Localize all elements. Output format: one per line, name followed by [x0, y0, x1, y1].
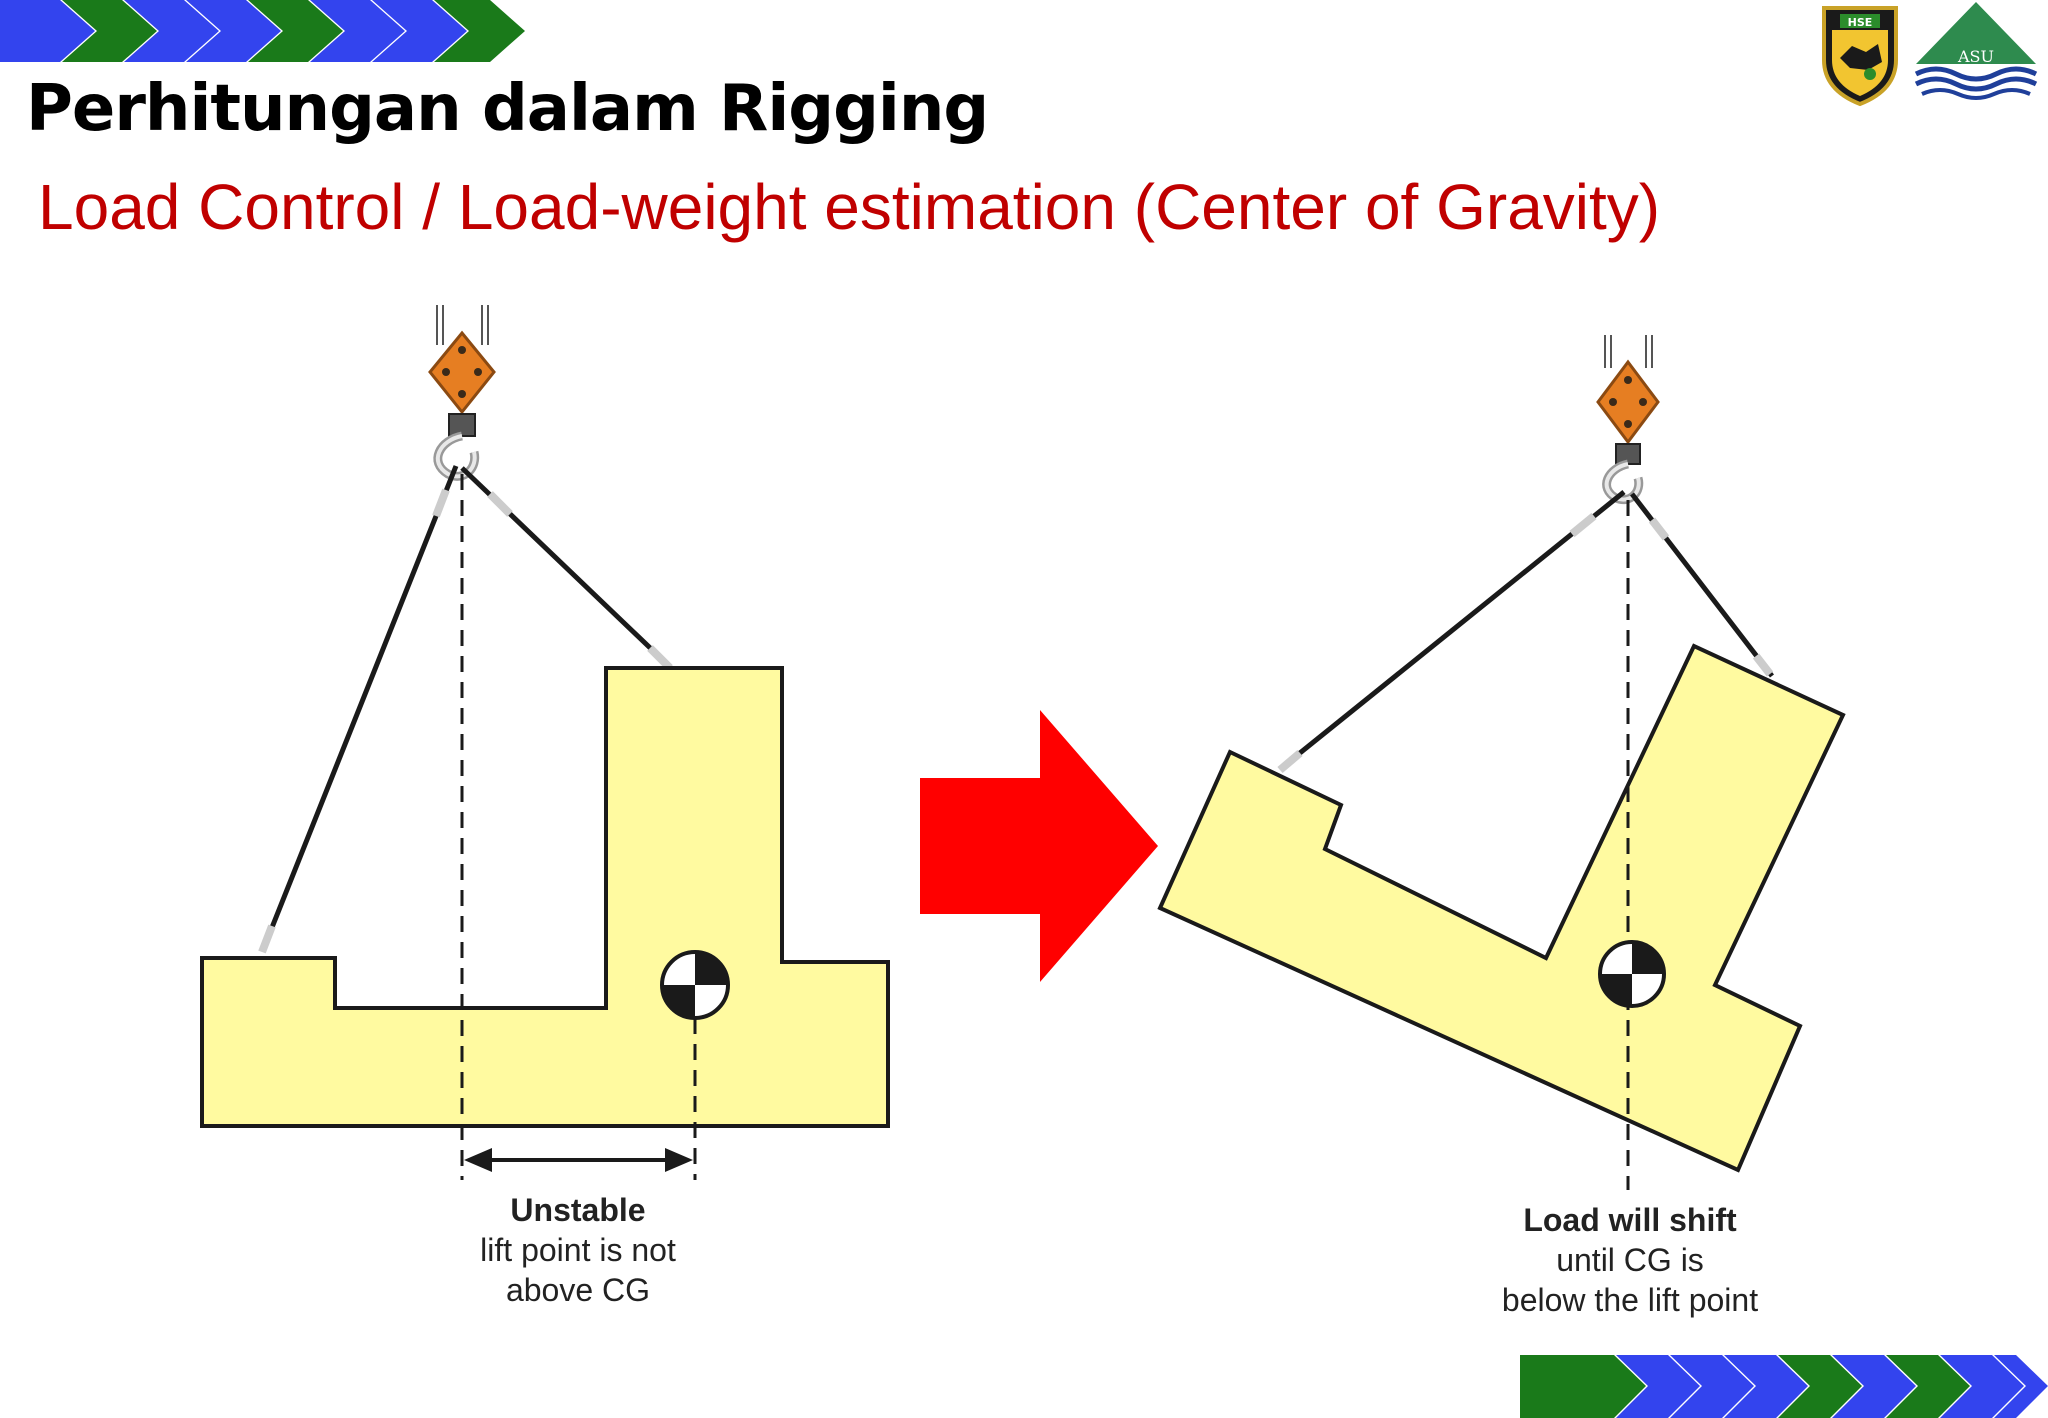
- center-of-gravity-diagram: [200, 305, 1846, 1190]
- hoist-ropes: [436, 305, 489, 345]
- l-shaped-load-tilted: [1157, 643, 1846, 1173]
- right-caption: Load will shift until CG is below the li…: [1440, 1200, 1820, 1320]
- cg-offset-arrow: [464, 1148, 693, 1172]
- hoist-ropes: [1604, 335, 1653, 368]
- top-chevron-banner: [0, 0, 525, 62]
- chevron-shape: [1886, 1355, 1970, 1418]
- hook-block-icon: [428, 330, 496, 481]
- caption-heading: Load will shift: [1523, 1202, 1737, 1238]
- chevron-shape: [1778, 1355, 1862, 1418]
- center-of-gravity-icon: [1598, 940, 1666, 1008]
- chevron-shape: [186, 0, 281, 62]
- chevron-shape: [124, 0, 219, 62]
- caption-line: lift point is not: [480, 1232, 676, 1268]
- center-of-gravity-icon: [660, 950, 730, 1020]
- right-arrow-icon: [920, 710, 1158, 982]
- chevron-shape: [310, 0, 405, 62]
- chevron-shape: [372, 0, 467, 62]
- right-rigging-panel: [1157, 335, 1846, 1190]
- sling-right: [1630, 492, 1774, 678]
- chevron-shape: [0, 0, 95, 62]
- chevron-shape: [1616, 1355, 1700, 1418]
- svg-text:HSE: HSE: [1848, 16, 1873, 29]
- svg-text:ASU: ASU: [1957, 47, 1994, 66]
- chevron-shape: [434, 0, 525, 62]
- chevron-shape: [62, 0, 157, 62]
- left-rigging-panel: [200, 305, 890, 1180]
- caption-line: above CG: [505, 1272, 651, 1308]
- caption-line: below the lift point: [1501, 1282, 1759, 1318]
- chevron-shape: [1520, 1355, 1646, 1418]
- chevron-shape: [1670, 1355, 1754, 1418]
- bottom-chevron-banner: [1520, 1355, 2048, 1418]
- asu-mountain-wave-logo-icon: ASU: [1914, 2, 2038, 100]
- page-title: Perhitungan dalam Rigging: [26, 72, 989, 146]
- caption-heading: Unstable: [510, 1192, 646, 1228]
- sling-left: [1277, 490, 1626, 774]
- sling-left: [258, 465, 459, 954]
- chevron-shape: [248, 0, 343, 62]
- page-subtitle: Load Control / Load-weight estimation (C…: [38, 171, 1661, 243]
- chevron-shape: [1994, 1355, 2048, 1418]
- chevron-shape: [1724, 1355, 1808, 1418]
- left-caption: Unstable lift point is not above CG: [418, 1190, 738, 1310]
- chevron-shape: [1832, 1355, 1916, 1418]
- sling-right: [460, 466, 673, 671]
- chevron-shape: [1940, 1355, 2024, 1418]
- hse-shield-logo-icon: HSE: [1822, 6, 1898, 107]
- hook-block-icon: [1596, 359, 1660, 504]
- caption-line: until CG is: [1556, 1242, 1704, 1278]
- l-shaped-load: [200, 666, 890, 1128]
- logos: HSE ASU: [1822, 2, 2038, 107]
